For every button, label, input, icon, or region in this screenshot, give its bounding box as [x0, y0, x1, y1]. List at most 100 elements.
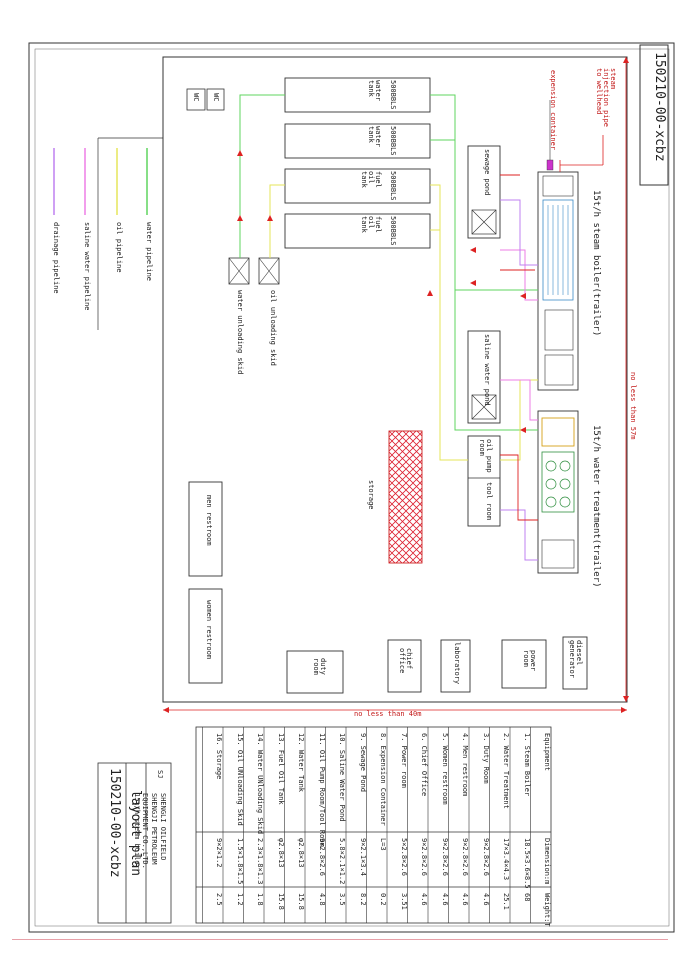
oil-pump-room-label: oil pump room [478, 439, 493, 473]
duty-room-label: duty room [312, 658, 327, 675]
legend-label-saline: saline water pipeline [83, 222, 91, 311]
tank-3-name: fuel oil tank [360, 171, 382, 188]
drawing-number-box [639, 44, 669, 186]
duty-room [286, 650, 344, 694]
water-pipeline [239, 94, 285, 258]
legend [53, 137, 163, 330]
table-cell: 14. Water UNloading Skid [256, 733, 264, 835]
power-room-label: power room [522, 650, 537, 672]
water-unloading-skid [228, 257, 250, 285]
table-cell: 0.2 [379, 893, 387, 906]
table-cell: 12. Water Tank [297, 733, 305, 793]
table-cell: 17×3.4×4.3 [502, 838, 510, 881]
site-boundary [162, 56, 628, 703]
equipment-table-grid [195, 726, 552, 924]
wc-box-2 [186, 88, 206, 111]
fuel-oil-tank-2 [284, 213, 431, 249]
dimension-57m [623, 57, 629, 702]
saline-pond-label: saline water pond [483, 334, 491, 406]
women-restroom-label: women restroom [205, 600, 213, 660]
table-cell: 3.5 [338, 893, 346, 906]
sewage-pond [467, 145, 501, 239]
legend-label-oil: oil pipeline [115, 222, 123, 273]
table-cell: 9×2.8×2.6 [317, 838, 326, 876]
saline-water-pond [467, 330, 501, 424]
table-cell: 9×2.1×3.4 [358, 838, 367, 876]
men-restroom [188, 481, 223, 577]
legend-label-water: water pipeline [145, 222, 153, 282]
table-cell: 7. Power room [399, 733, 408, 788]
saline-water-pipeline [500, 379, 538, 421]
drawing-title: layout plan [128, 790, 143, 877]
title-block-grid [97, 762, 172, 924]
steam-injection-pipe [546, 100, 604, 172]
drawing-number: 150210-00-xcbz [652, 52, 667, 162]
table-cell: 10. Saline Water Pond [338, 733, 346, 822]
table-cell: 9. Sewage Pond [358, 733, 367, 793]
women-restroom [188, 588, 223, 684]
tank-3-capacity: 500BBLS [389, 171, 397, 201]
table-cell: 8.2 [358, 893, 367, 906]
oil-skid-label: oil unloading skid [269, 290, 277, 366]
water-skid-label: water unloading skid [236, 290, 244, 375]
tank-4-capacity: 500BBLS [389, 216, 397, 246]
wc-box-1 [206, 88, 225, 111]
table-header: Equipment [543, 733, 551, 771]
storage-label: storage [367, 480, 375, 510]
table-cell: 4.8 [317, 893, 326, 906]
steam-boiler-trailer [537, 171, 579, 391]
table-cell: 6. Chief Office [420, 733, 428, 797]
table-cell: 5×2.8×2.6 [399, 838, 408, 876]
table-cell: 18.5×3.6×8.5 [522, 838, 531, 889]
men-restroom-label: men restroom [205, 495, 213, 546]
table-cell: 3. Duty Room [481, 733, 490, 784]
water-treatment-trailer [537, 410, 579, 574]
table-cell: 4.6 [481, 893, 490, 906]
table-cell: 1.2 [235, 893, 244, 906]
table-cell: 5.8×2.1×1.2 [338, 838, 346, 885]
table-cell: 2.5 [215, 893, 223, 906]
chief-office-label: chief office [398, 648, 413, 674]
steam-boiler-label: 15t/h steam boiler(trailer) [591, 190, 601, 337]
diesel-generator [562, 636, 588, 690]
table-cell: 2.3×1.8×1.3 [256, 838, 264, 885]
oil-unloading-skid [258, 257, 280, 285]
table-cell: 4.6 [461, 893, 469, 906]
oil-pump-tool-room [467, 435, 501, 527]
table-cell: 1.8 [256, 893, 264, 906]
power-room [501, 639, 547, 689]
company-line-2: SHENGJI PETROLEUM [150, 793, 158, 865]
tank-2-capacity: 500BBLS [389, 126, 397, 156]
water-tank-1 [284, 77, 431, 113]
table-cell: 4.6 [420, 893, 428, 906]
table-cell: 11. Oil Pump Room/Tool Room [317, 733, 326, 847]
fuel-oil-tank-1 [284, 168, 431, 204]
tank-4-name: fuel oil tank [360, 216, 382, 233]
table-cell: 15.8 [297, 893, 305, 910]
table-header: Weight:T [543, 893, 551, 927]
inner-border [34, 48, 670, 927]
table-cell: 15. Oil UNloading Skid [235, 733, 244, 826]
pipelines [239, 94, 538, 561]
diesel-generator-label: diesel generator [568, 640, 583, 678]
wc-label-1: WC [212, 93, 220, 102]
table-cell: 8. Expension Container [379, 733, 387, 826]
table-cell: 3.51 [399, 893, 408, 910]
table-cell: 25.1 [502, 893, 510, 910]
water-treatment-label: 15t/h water treatment(trailer) [591, 425, 601, 588]
table-cell: 4. Men restroom [461, 733, 469, 797]
table-cell: 9×2.8×2.6 [461, 838, 469, 876]
wc-label-2: WC [192, 93, 200, 102]
company-line-1: SHENGLI OILFIELD [159, 793, 167, 861]
page-edge-line [12, 939, 668, 940]
table-cell: 68 [522, 893, 531, 902]
table-cell: 9×2.8×2.6 [440, 838, 449, 876]
dim-57-label: no less than 57m [629, 372, 637, 440]
drawing-border [28, 42, 675, 933]
table-cell: L=3 [379, 838, 387, 851]
legend-label-drainage: drainage pipeline [52, 222, 60, 294]
laboratory [440, 639, 471, 693]
tool-room-label: tool room [485, 482, 493, 520]
table-cell: φ2.8×13 [276, 838, 285, 868]
